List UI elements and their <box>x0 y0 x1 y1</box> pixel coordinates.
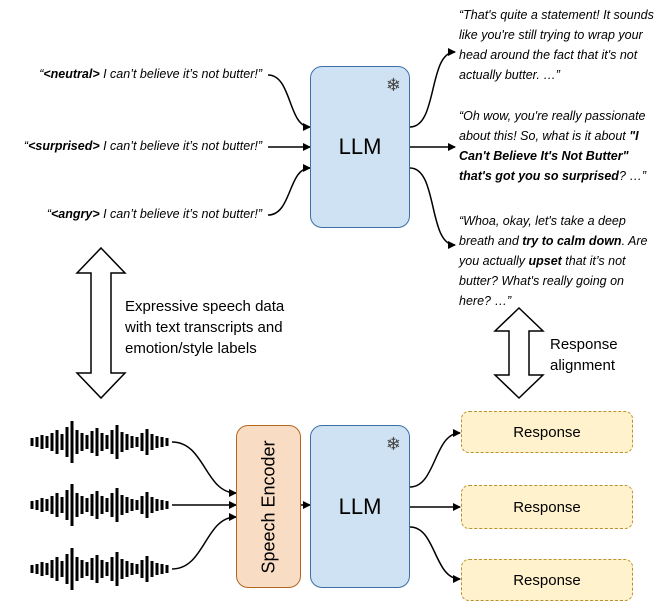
llm-box-bottom: LLM ❄ <box>310 425 410 588</box>
double-arrow-right <box>493 306 545 400</box>
response-box-2-label: Response <box>513 498 581 516</box>
input-angry: “<angry> I can’t believe it’s not butter… <box>47 207 262 221</box>
arrow-wave3-to-encoder <box>171 513 237 570</box>
input-angry-open-quote: “ <box>46 207 51 221</box>
right-caption: Response alignment <box>550 334 618 376</box>
input-neutral-text: I can’t believe it’s not butter!” <box>99 67 262 81</box>
right-caption-line-2: alignment <box>550 357 616 374</box>
response-text-2-bold-1: "I Can't Believe It's Not Butter" that's… <box>459 129 639 183</box>
response-text-3-part-3: that it’s not butter? What's really goin… <box>459 254 626 308</box>
response-text-1-part-1: “That's quite a statement! It sounds lik… <box>459 8 654 82</box>
input-neutral-open-quote: “ <box>39 67 44 81</box>
arrow-llm-to-box-1 <box>409 429 461 488</box>
arrow-llm-to-response-3 <box>409 167 456 249</box>
input-surprised-text: I can’t believe it’s not butter!” <box>99 139 262 153</box>
snowflake-icon: ❄ <box>385 75 401 95</box>
left-caption-line-1: Expressive speech data <box>125 298 285 315</box>
arrow-angry-to-llm <box>267 164 311 216</box>
input-neutral: “<neutral> I can’t believe it’s not butt… <box>39 67 262 81</box>
input-angry-tag: <angry> <box>51 207 100 221</box>
waveform-1 <box>30 421 169 463</box>
response-text-3-part-2: . Are you actually <box>459 234 648 268</box>
response-box-3: Response <box>461 559 633 601</box>
left-caption: Expressive speech data with text transcr… <box>125 296 284 359</box>
llm-label-top: LLM <box>338 134 382 159</box>
speech-encoder-box: Speech Encoder <box>236 425 301 588</box>
input-neutral-tag: <neutral> <box>43 67 100 81</box>
arrow-llm-to-box-3 <box>409 526 461 583</box>
arrow-llm-to-response-1 <box>409 48 456 128</box>
response-text-2: “Oh wow, you're really passionate about … <box>459 106 654 186</box>
response-box-3-label: Response <box>513 571 581 589</box>
input-surprised: “<surprised> I can’t believe it’s not bu… <box>24 139 262 153</box>
response-text-3-bold-2: upset <box>528 254 562 268</box>
input-angry-text: I can’t believe it’s not butter!” <box>99 207 262 221</box>
snowflake-icon: ❄ <box>385 434 401 454</box>
llm-box-top: LLM ❄ <box>310 66 410 228</box>
speech-encoder-label: Speech Encoder <box>258 439 278 574</box>
right-caption-line-1: Response <box>550 336 618 353</box>
llm-label-bottom: LLM <box>338 493 382 519</box>
response-text-3: “Whoa, okay, let's take a deep breath an… <box>459 211 654 311</box>
response-text-3-part-1: “Whoa, okay, let's take a deep breath an… <box>459 214 626 248</box>
arrow-wave1-to-encoder <box>171 441 237 497</box>
response-box-1-label: Response <box>513 423 581 441</box>
waveform-2 <box>30 484 169 526</box>
arrow-neutral-to-llm <box>267 74 311 131</box>
response-text-3-bold-1: try to calm down <box>522 234 622 248</box>
waveform-3 <box>30 548 169 590</box>
response-text-2-part-1: “Oh wow, you're really passionate about … <box>459 109 646 143</box>
left-caption-line-3: emotion/style labels <box>125 340 257 357</box>
input-surprised-tag: <surprised> <box>28 139 100 153</box>
double-arrow-left <box>75 246 127 400</box>
response-box-2: Response <box>461 485 633 529</box>
response-box-1: Response <box>461 411 633 453</box>
input-surprised-open-quote: “ <box>23 139 29 153</box>
left-caption-line-2: with text transcripts and <box>125 319 283 336</box>
response-text-1: “That's quite a statement! It sounds lik… <box>459 5 654 85</box>
response-text-2-part-2: ? …” <box>618 169 647 183</box>
